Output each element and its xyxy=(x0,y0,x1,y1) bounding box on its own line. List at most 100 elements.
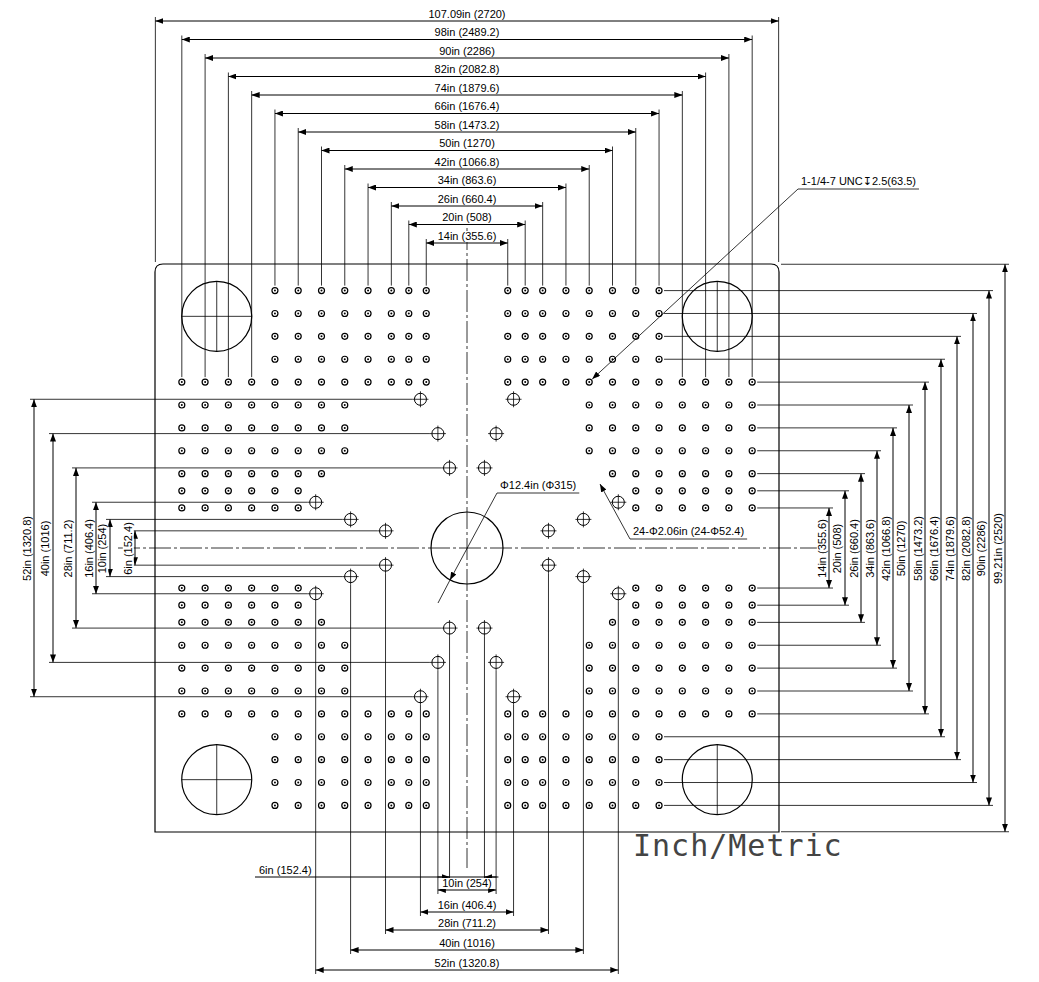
dimension-line xyxy=(861,474,862,623)
tapped-hole xyxy=(633,780,639,786)
tapped-hole xyxy=(319,448,325,454)
dimension-label: 90in (2286) xyxy=(438,46,496,57)
tapped-hole-center xyxy=(588,358,590,360)
tapped-hole-center xyxy=(588,782,590,784)
tapped-hole-center xyxy=(408,713,410,715)
tapped-hole-center xyxy=(408,335,410,337)
tapped-hole xyxy=(272,379,278,385)
tapped-hole-center xyxy=(705,690,707,692)
tapped-hole xyxy=(319,333,325,339)
tapped-hole xyxy=(365,711,371,717)
tapped-hole-center xyxy=(251,690,253,692)
extension-line xyxy=(757,427,897,428)
tapped-hole-center xyxy=(251,587,253,589)
tapped-hole-center xyxy=(367,804,369,806)
tapped-hole-center xyxy=(524,782,526,784)
tapped-hole-center xyxy=(297,450,299,452)
tapped-hole xyxy=(202,688,208,694)
tapped-hole-center xyxy=(181,427,183,429)
tapped-hole xyxy=(505,711,511,717)
tapped-hole-center xyxy=(612,804,614,806)
tapped-hole-center xyxy=(635,290,637,292)
dimension-label: 14in (355.6) xyxy=(437,231,498,242)
dimension-label: 10in (254) xyxy=(441,878,493,889)
tapped-hole-center xyxy=(612,782,614,784)
tapped-hole xyxy=(679,619,685,625)
tapped-hole-center xyxy=(204,667,206,669)
tapped-hole-center xyxy=(408,736,410,738)
tapped-hole xyxy=(295,711,301,717)
tapped-hole-center xyxy=(681,427,683,429)
tapped-hole-center xyxy=(274,690,276,692)
dimension-line xyxy=(989,291,990,806)
tapped-hole-center xyxy=(635,736,637,738)
tapped-hole xyxy=(749,379,755,385)
tapped-hole-center xyxy=(344,713,346,715)
tapped-hole xyxy=(295,585,301,591)
tapped-hole-center xyxy=(425,381,427,383)
tapped-hole-center xyxy=(658,450,660,452)
tapped-hole xyxy=(586,448,592,454)
tapped-hole-center xyxy=(612,621,614,623)
tapped-hole-center xyxy=(524,713,526,715)
ejector-hole-cross xyxy=(484,620,485,636)
tapped-hole xyxy=(319,310,325,316)
tie-bar-bore xyxy=(682,281,752,351)
dimension-line xyxy=(205,58,729,59)
tapped-hole-center xyxy=(524,335,526,337)
tapped-hole xyxy=(505,734,511,740)
tapped-hole-center xyxy=(658,736,660,738)
tapped-hole xyxy=(522,288,528,294)
tapped-hole-center xyxy=(321,427,323,429)
tapped-hole xyxy=(272,310,278,316)
tapped-hole xyxy=(679,448,685,454)
tapped-hole-center xyxy=(321,473,323,475)
tapped-hole-center xyxy=(344,381,346,383)
tapped-hole xyxy=(703,585,709,591)
tapped-hole-center xyxy=(728,713,730,715)
tapped-hole xyxy=(202,402,208,408)
tapped-hole-center xyxy=(390,381,392,383)
tapped-hole xyxy=(388,802,394,808)
tapped-hole-center xyxy=(728,450,730,452)
tapped-hole-center xyxy=(204,621,206,623)
tapped-hole xyxy=(540,288,546,294)
tapped-hole-center xyxy=(321,404,323,406)
tapped-hole xyxy=(202,488,208,494)
tapped-hole-center xyxy=(425,312,427,314)
tapped-hole-center xyxy=(612,450,614,452)
tapped-hole xyxy=(679,602,685,608)
tapped-hole xyxy=(656,602,662,608)
extension-line xyxy=(131,530,378,531)
tapped-hole xyxy=(295,448,301,454)
tapped-hole-center xyxy=(297,427,299,429)
tapped-hole-center xyxy=(367,381,369,383)
tapped-hole xyxy=(249,602,255,608)
tapped-hole xyxy=(179,488,185,494)
extension-line xyxy=(664,313,977,314)
extension-line xyxy=(496,670,497,894)
ejector-hole-cross xyxy=(385,557,386,573)
tapped-hole xyxy=(319,379,325,385)
tapped-hole-center xyxy=(635,404,637,406)
tapped-hole-center xyxy=(344,736,346,738)
tapped-hole-center xyxy=(425,358,427,360)
tapped-hole-center xyxy=(588,804,590,806)
dimension-line xyxy=(368,187,566,188)
tapped-hole-center xyxy=(681,381,683,383)
tapped-hole-center xyxy=(705,621,707,623)
tapped-hole xyxy=(179,505,185,511)
tapped-hole-center xyxy=(274,736,276,738)
tapped-hole xyxy=(610,310,616,316)
tapped-hole-center xyxy=(542,381,544,383)
extension-line xyxy=(778,17,779,262)
tapped-hole xyxy=(406,802,412,808)
dimension-label: 50in (1270) xyxy=(897,519,908,577)
tapped-hole-center xyxy=(251,427,253,429)
ejector-hole-cross xyxy=(513,689,514,705)
tapped-hole-center xyxy=(507,335,509,337)
tapped-hole-center xyxy=(658,667,660,669)
tapped-hole-center xyxy=(274,713,276,715)
extension-line xyxy=(618,602,619,974)
tapped-hole-center xyxy=(728,690,730,692)
